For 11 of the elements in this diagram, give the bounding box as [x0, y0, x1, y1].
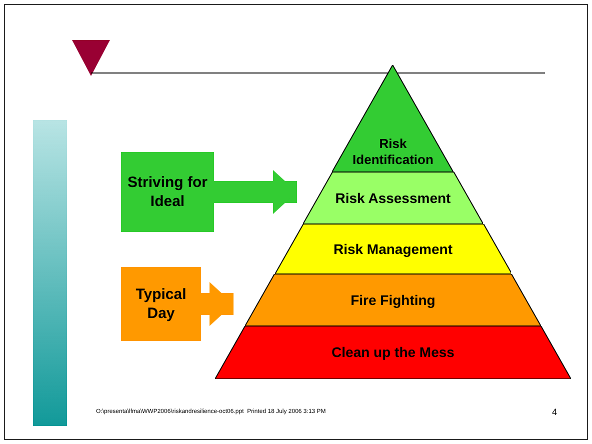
block-arrow	[214, 170, 297, 214]
pyramid-layer: Fire Fighting	[245, 274, 541, 326]
pyramid-layer: Clean up the Mess	[215, 326, 571, 379]
block-arrow	[201, 282, 234, 326]
label-box: Striving for Ideal	[121, 152, 214, 232]
pyramid-layer: Risk Assessment	[302, 172, 484, 224]
label-box: Typical Day	[121, 267, 201, 341]
pyramid-layer: Risk Identification	[332, 65, 454, 172]
pyramid-layer: Risk Management	[274, 224, 512, 274]
side-bar	[33, 120, 67, 426]
page-number: 4	[552, 407, 558, 417]
